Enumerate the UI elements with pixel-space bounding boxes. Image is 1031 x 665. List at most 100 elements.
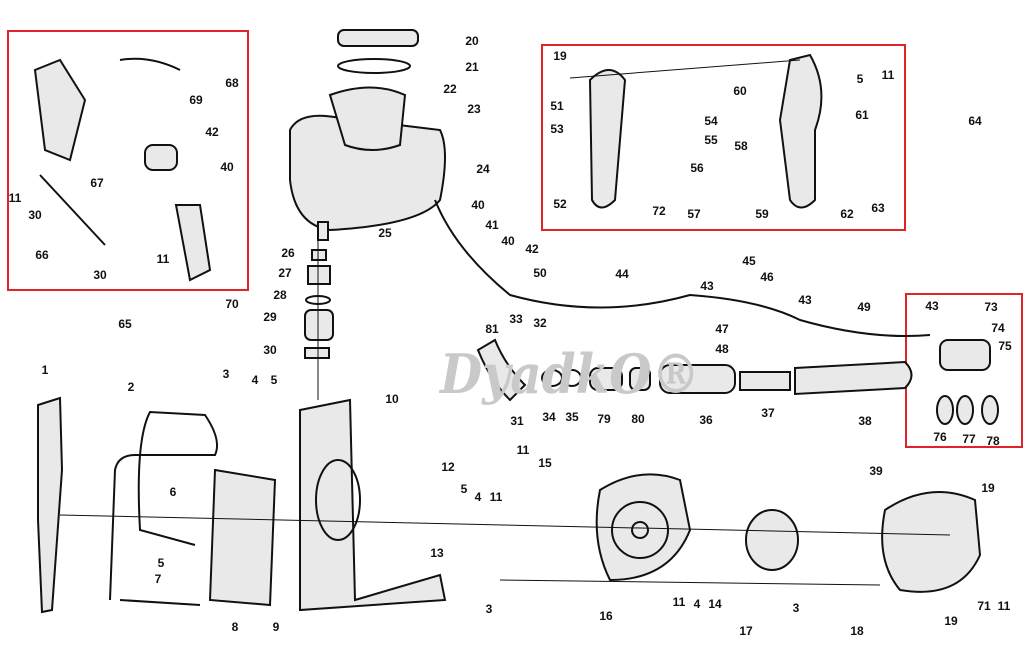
callout-label: 51 [550, 99, 564, 113]
callout-label: 10 [385, 392, 399, 406]
callout-label: 33 [509, 312, 523, 326]
inset-box-shut-off-valve [7, 30, 249, 291]
valve-inset-parts [33, 57, 212, 282]
callout-label: 17 [739, 624, 753, 638]
callout-label: 31 [510, 414, 524, 428]
callout-label: 75 [998, 339, 1012, 353]
callout-label: 44 [615, 267, 629, 281]
callout-label: 62 [840, 207, 854, 221]
callout-label: 59 [755, 207, 769, 221]
callout-label: 41 [485, 218, 499, 232]
callout-label: 36 [699, 413, 713, 427]
callout-label: 40 [220, 160, 234, 174]
callout-label: 74 [991, 321, 1005, 335]
callout-label: 52 [553, 197, 567, 211]
shoulder-strap [37, 396, 64, 614]
callout-label: 63 [871, 201, 885, 215]
callout-label: 66 [35, 248, 49, 262]
callout-label: 53 [550, 122, 564, 136]
callout-label: 6 [170, 485, 177, 499]
nozzle-parts [936, 339, 999, 425]
callout-label: 2 [128, 380, 135, 394]
callout-label: 46 [760, 270, 774, 284]
inset-box-handle-assembly [541, 44, 906, 231]
callout-label: 19 [944, 614, 958, 628]
callout-label: 61 [855, 108, 869, 122]
callout-label: 80 [631, 412, 645, 426]
hose [434, 199, 931, 337]
callout-label: 49 [857, 300, 871, 314]
callout-label: 26 [281, 246, 295, 260]
callout-label: 42 [525, 242, 539, 256]
callout-label: 13 [430, 546, 444, 560]
callout-label: 4 [694, 597, 701, 611]
callout-label: 45 [742, 254, 756, 268]
callout-label: 5 [158, 556, 165, 570]
callout-label: 71 [977, 599, 991, 613]
callout-label: 19 [553, 49, 567, 63]
callout-label: 67 [90, 176, 104, 190]
callout-label: 30 [93, 268, 107, 282]
callout-label: 23 [467, 102, 481, 116]
callout-label: 35 [565, 410, 579, 424]
callout-label: 47 [715, 322, 729, 336]
callout-label: 56 [690, 161, 704, 175]
callout-label: 73 [984, 300, 998, 314]
callout-label: 21 [465, 60, 479, 74]
callout-label: 43 [798, 293, 812, 307]
callout-label: 37 [761, 406, 775, 420]
callout-label: 27 [278, 266, 292, 280]
tank [289, 29, 446, 241]
callout-label: 64 [968, 114, 982, 128]
callout-label: 76 [933, 430, 947, 444]
frame [109, 410, 218, 606]
callout-label: 30 [263, 343, 277, 357]
callout-label: 40 [471, 198, 485, 212]
callout-label: 68 [225, 76, 239, 90]
callout-label: 16 [599, 609, 613, 623]
callout-label: 4 [252, 373, 259, 387]
callout-label: 58 [734, 139, 748, 153]
callout-label: 79 [597, 412, 611, 426]
callout-label: 3 [793, 601, 800, 615]
callout-label: 29 [263, 310, 277, 324]
callout-label: 81 [485, 322, 499, 336]
callout-label: 65 [118, 317, 132, 331]
callout-label: 60 [733, 84, 747, 98]
callout-label: 11 [517, 443, 530, 457]
callout-label: 32 [533, 316, 547, 330]
callout-label: 4 [475, 490, 482, 504]
callout-label: 54 [704, 114, 718, 128]
callout-label: 38 [858, 414, 872, 428]
callout-label: 42 [205, 125, 219, 139]
callout-label: 11 [673, 595, 686, 609]
callout-label: 15 [538, 456, 552, 470]
callout-label: 70 [225, 297, 239, 311]
callout-label: 43 [700, 279, 714, 293]
pump-parts [304, 240, 334, 400]
callout-label: 43 [925, 299, 939, 313]
handle-parts [569, 53, 823, 209]
callout-label: 14 [708, 597, 722, 611]
back-pad [208, 468, 277, 607]
watermark: DyadkO® [438, 342, 700, 406]
callout-label: 11 [490, 490, 503, 504]
callout-label: 24 [476, 162, 490, 176]
callout-label: 48 [715, 342, 729, 356]
callout-label: 57 [687, 207, 701, 221]
callout-label: 50 [533, 266, 547, 280]
callout-label: 77 [962, 432, 976, 446]
callout-label: 25 [378, 226, 392, 240]
callout-label: 28 [273, 288, 287, 302]
callout-label: 55 [704, 133, 718, 147]
callout-label: 9 [273, 620, 280, 634]
callout-label: 11 [998, 599, 1011, 613]
callout-labels: 6869424067113066301170652021222324252627… [9, 34, 1012, 638]
callout-label: 39 [869, 464, 883, 478]
callout-label: 8 [232, 620, 239, 634]
callout-label: 19 [981, 481, 995, 495]
callout-label: 1 [42, 363, 49, 377]
blower-assembly [59, 473, 982, 593]
callout-label: 11 [9, 191, 22, 205]
